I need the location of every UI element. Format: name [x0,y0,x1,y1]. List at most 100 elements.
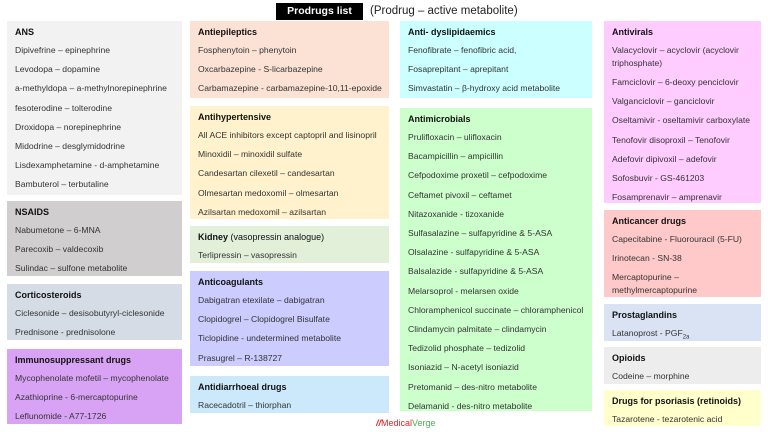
list-item: Leflunomide - A77-1726 [15,411,107,422]
group-title: Antimicrobials [408,114,471,124]
page-subtitle: (Prodrug – active metabolite) [370,5,518,17]
medicalverge-logo: //MedicalVerge [376,417,436,429]
list-item: Candesartan cilexetil – candesartan [198,168,335,179]
group-antihypertensive: Antihypertensive All ACE inhibitors exce… [190,106,389,219]
group-antivirals: Antivirals Valacyclovir – acyclovir (acy… [604,21,761,203]
group-antiepileptics: Antiepileptics Fosphenytoin – phenytoin … [190,21,389,98]
list-item: Tazarotene - tezarotenic acid [612,414,723,424]
list-item: Dipivefrine – epinephrine [15,45,111,55]
list-item: Cefpodoxime proxetil – cefpodoxime [408,170,548,181]
list-item-subscript: 2a [682,334,690,341]
list-item: Valacyclovir – acyclovir (acyclovir trip… [612,45,739,68]
list-item: Prulifloxacin – ulifloxacin [408,132,502,142]
list-item: Tenofovir disoproxil – Tenofovir [612,134,730,145]
list-item: Carbamazepine - carbamazepine-10,11-epox… [198,83,382,94]
list-item: Clopidogrel – Clopidogrel Bisulfate [198,314,330,325]
list-item: fesoterodine – tolterodine [15,102,112,113]
list-item: Pretomanid – des-nitro metabolite [408,381,537,392]
group-title-note: (vasopressin analogue) [230,232,325,242]
group-ans: ANS Dipivefrine – epinephrine Levodopa –… [7,21,182,195]
list-item: Bambuterol – terbutaline [15,179,109,190]
group-immunosuppressants: Immunosuppressant drugs Mycophenolate mo… [7,349,182,424]
list-item: Fosaprepitant – aprepitant [408,64,509,75]
group-prostaglandins: Prostaglandins Latanoprost - PGF2a [604,304,761,341]
list-item: Tedizolid phosphate – tedizolid [408,343,526,354]
group-antimicrobials: Antimicrobials Prulifloxacin – ulifloxac… [400,108,592,411]
list-item: Prasugrel – R-138727 [198,352,283,363]
list-item: Ciclesonide – desisobutyryl-ciclesonide [15,308,165,318]
list-item: Ceftamet pivoxil – ceftamet [408,189,512,200]
group-title: Anticancer drugs [612,216,687,226]
list-item: Oxcarbazepine - S-licarbazepine [198,64,323,75]
list-item: Droxidopa – norepinephrine [15,121,122,132]
list-item: Capecitabine - Fluorouracil (5-FU) [612,234,742,244]
group-title: Antihypertensive [198,112,272,122]
list-item: Olmesartan medoxomil – olmesartan [198,187,339,198]
group-anticoagulants: Anticoagulants Dabigatran etexilate – da… [190,271,389,366]
list-item: Levodopa – dopamine [15,64,101,75]
list-item: Oseltamivir - oseltamivir carboxylate [612,115,751,126]
group-title: Kidney (vasopressin analogue) [198,230,381,244]
list-item: Fosamprenavir – amprenavir [612,192,722,203]
list-item: Dabigatran etexilate – dabigatran [198,295,325,305]
list-item: Fenofibrate – fenofibric acid, [408,45,517,55]
group-title: Drugs for psoriasis (retinoids) [612,396,742,406]
list-item: Delamanid - des-nitro metabolite [408,400,533,411]
list-item: Bacampicillin – ampicillin [408,151,504,162]
logo-text-verge: Verge [412,418,436,428]
list-item: Racecadotril – thiorphan [198,400,292,410]
list-item: Olsalazine - sulfapyridine & 5-ASA [408,247,540,258]
group-antidyslipidaemics: Anti- dyslipidaemics Fenofibrate – fenof… [400,21,592,98]
group-title: Immunosuppressant drugs [15,355,132,365]
list-item: Mercaptopurine – methylmercaptopurine [612,272,698,296]
list-item: Midodrine – desglymidodrine [15,141,125,152]
list-item: Balsalazide - sulfapyridine & 5-ASA [408,266,544,277]
list-item: Parecoxib – valdecoxib [15,244,104,255]
list-item: Adefovir dipivoxil – adefovir [612,153,717,164]
list-item: Lisdexamphetamine - d-amphetamine [15,160,160,171]
group-title: NSAIDS [15,207,50,217]
list-item: Fosphenytoin – phenytoin [198,45,297,55]
group-title: Anticoagulants [198,277,264,287]
list-item: Melarsoprol - melarsen oxide [408,285,519,296]
list-item: Clindamycin palmitate – clindamycin [408,324,547,335]
list-item: Nitazoxanide - tizoxanide [408,208,505,219]
list-item: Chloramphenicol succinate – chlorampheni… [408,304,584,315]
group-title: Antiepileptics [198,27,258,37]
group-title-text: Kidney [198,232,229,242]
group-nsaids: NSAIDS Nabumetone – 6-MNA Parecoxib – va… [7,201,182,276]
list-item: Irinotecan - SN-38 [612,253,682,264]
group-title: ANS [15,27,35,37]
group-opioids: Opioids Codeine – morphine [604,347,761,384]
list-item: Sofosbuvir - GS-461203 [612,173,705,184]
page-title: Prodrugs list [276,3,363,20]
logo-text-medical: Medical [381,418,413,428]
group-psoriasis: Drugs for psoriasis (retinoids) Tazarote… [604,390,761,426]
list-item: Codeine – morphine [612,371,690,381]
group-title: Corticosteroids [15,290,82,300]
group-title: Prostaglandins [612,310,678,320]
list-item: Nabumetone – 6-MNA [15,225,101,235]
group-anticancer: Anticancer drugs Capecitabine - Fluorour… [604,210,761,297]
list-item: Famciclovir – 6-deoxy penciclovir [612,77,739,87]
group-title: Opioids [612,353,646,363]
group-title: Antivirals [612,27,654,37]
list-item: a-methyldopa – a-methylnorepinephrine [15,83,167,94]
group-kidney: Kidney (vasopressin analogue) Terlipress… [190,226,389,263]
list-item: Terlipressin – vasopressin [198,250,297,260]
list-item: Simvastatin – β-hydroxy acid metabolite [408,83,561,94]
group-corticosteroids: Corticosteroids Ciclesonide – desisobuty… [7,284,182,340]
list-item: All ACE inhibitors except captopril and … [198,130,377,140]
list-item-text: Latanoprost - PGF [612,328,683,338]
list-item: Mycophenolate mofetil – mycophenolate [15,373,169,383]
logo-icon: // [376,418,382,428]
list-item: Ticlopidine - undetermined metabolite [198,333,341,344]
group-title: Anti- dyslipidaemics [408,27,496,37]
group-antidiarrhoeal: Antidiarrhoeal drugs Racecadotril – thio… [190,376,389,413]
list-item: Latanoprost - PGF2a [612,324,753,348]
list-item: Azathioprine - 6-mercaptopurine [15,392,138,403]
list-item: Azilsartan medoxomil – azilsartan [198,206,327,217]
group-title: Antidiarrhoeal drugs [198,382,287,392]
list-item: Sulindac – sulfone metabolite [15,263,128,274]
list-item: Minoxidil – minoxidil sulfate [198,149,303,160]
